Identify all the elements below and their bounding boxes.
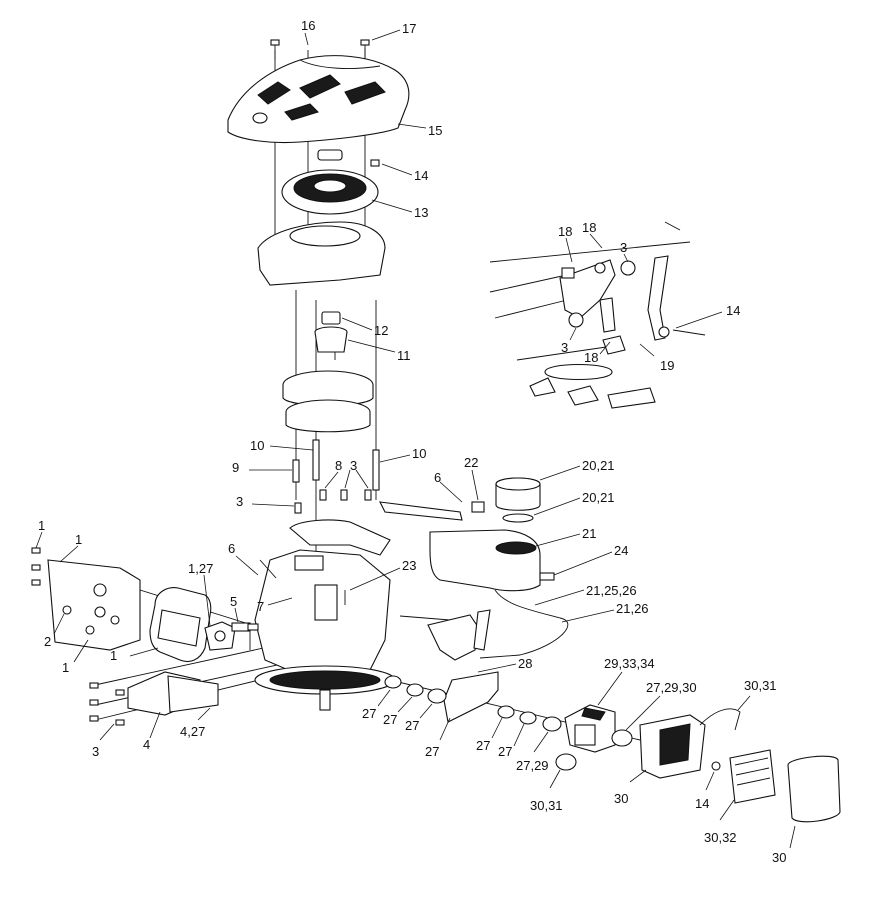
- callout-14-bottom: 14: [695, 796, 709, 811]
- blower-housing: [257, 221, 386, 286]
- callout-27-29: 27,29: [516, 758, 549, 773]
- callout-14-top: 14: [414, 168, 428, 183]
- carburetor: [555, 704, 616, 771]
- callout-1-d: 1: [62, 660, 69, 675]
- callout-10-right: 10: [412, 446, 426, 461]
- air-filter-cover: [787, 755, 841, 823]
- throttle-bracket: [427, 609, 491, 661]
- air-filter-element: [729, 749, 776, 804]
- callout-6-left: 6: [228, 541, 235, 556]
- callout-18-inset-c: 18: [584, 350, 598, 365]
- callout-22: 22: [464, 455, 478, 470]
- gaskets-27: [384, 675, 562, 732]
- callout-13: 13: [414, 205, 428, 220]
- callout-18-inset-b: 18: [582, 220, 596, 235]
- callout-4: 4: [143, 737, 150, 752]
- callout-30-a: 30: [614, 791, 628, 806]
- cup-11: [314, 326, 348, 353]
- callout-28: 28: [518, 656, 532, 671]
- callout-12: 12: [374, 323, 388, 338]
- callouts: 16 17 15 14 13 12 11 10 10 9 8 3 3 6 22 …: [35, 18, 796, 865]
- callout-21-26: 21,26: [616, 601, 649, 616]
- callout-27-29-30: 27,29,30: [646, 680, 697, 695]
- nut-12: [321, 311, 341, 325]
- engine-cover-15: [227, 55, 410, 144]
- callout-7: 7: [257, 599, 264, 614]
- callout-9: 9: [232, 460, 239, 475]
- callout-21: 21: [582, 526, 596, 541]
- callout-27-c: 27: [405, 718, 419, 733]
- callout-27-d: 27: [425, 744, 439, 759]
- bolts-1: [31, 547, 72, 615]
- callout-4-27: 4,27: [180, 724, 205, 739]
- callout-1-b: 1: [75, 532, 82, 547]
- air-filter-base: [611, 708, 741, 779]
- inset-control-detail: [489, 221, 706, 409]
- callout-20-21-mid: 20,21: [582, 490, 615, 505]
- callout-11: 11: [397, 348, 411, 363]
- callout-2: 2: [44, 634, 51, 649]
- callout-23: 23: [402, 558, 416, 573]
- callout-19: 19: [660, 358, 674, 373]
- screw-16: [270, 39, 280, 60]
- callout-15: 15: [428, 123, 442, 138]
- callout-24: 24: [614, 543, 628, 558]
- callout-14-inset: 14: [726, 303, 740, 318]
- deck-base: [254, 665, 396, 711]
- fuel-cap: [495, 477, 541, 523]
- recoil-starter-13: [281, 149, 379, 215]
- callout-20-21-top: 20,21: [582, 458, 615, 473]
- callout-21-25-26: 21,25,26: [586, 583, 637, 598]
- callout-18-inset-a: 18: [558, 224, 572, 239]
- fuel-tank: [429, 529, 541, 592]
- callout-27-e: 27: [476, 738, 490, 753]
- callout-30-31-left: 30,31: [530, 798, 563, 813]
- callout-10-left: 10: [250, 438, 264, 453]
- spark-plug-5: [231, 622, 259, 632]
- callout-1-c: 1: [110, 648, 117, 663]
- callout-3-inset-bottom: 3: [561, 340, 568, 355]
- muffler-shield: [47, 559, 141, 651]
- callout-3-inset-top: 3: [620, 240, 627, 255]
- gasket-1-27: [204, 621, 236, 651]
- muffler-gasket: [149, 587, 212, 663]
- callout-6-top: 6: [434, 470, 441, 485]
- fuel-line: [399, 589, 569, 659]
- callout-1-27: 1,27: [188, 561, 213, 576]
- callout-29-33-34: 29,33,34: [604, 656, 655, 671]
- engine-block: [254, 549, 391, 676]
- callout-30-b: 30: [772, 850, 786, 865]
- callout-27-f: 27: [498, 744, 512, 759]
- clip-22: [471, 501, 485, 513]
- callout-27-b: 27: [383, 712, 397, 727]
- studs: [292, 439, 380, 514]
- callout-30-31-right: 30,31: [744, 678, 777, 693]
- callout-1-a: 1: [38, 518, 45, 533]
- bolts-3: [89, 682, 125, 726]
- heat-shield-28: [443, 671, 499, 723]
- callout-3-bottom: 3: [92, 744, 99, 759]
- callout-27-a: 27: [362, 706, 376, 721]
- callout-16: 16: [301, 18, 315, 33]
- callout-3-mid: 3: [350, 458, 357, 473]
- flywheel: [282, 370, 374, 433]
- fitting-24: [539, 572, 555, 581]
- bolt-14-top: [370, 159, 380, 167]
- callout-8: 8: [335, 458, 342, 473]
- callout-3-left: 3: [236, 494, 243, 509]
- callout-30-32: 30,32: [704, 830, 737, 845]
- callout-17: 17: [402, 21, 416, 36]
- muffler-guard-4: [127, 671, 219, 716]
- screw-17: [360, 39, 370, 60]
- callout-5: 5: [230, 594, 237, 609]
- control-bracket: [289, 501, 463, 556]
